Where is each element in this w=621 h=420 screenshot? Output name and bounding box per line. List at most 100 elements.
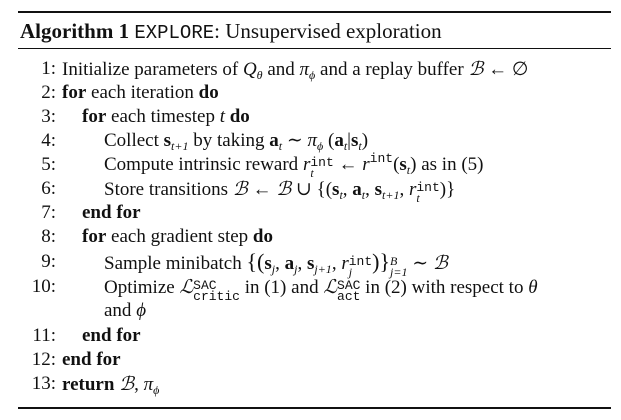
algorithm-box: Algorithm 1 EXPLORE: Unsupervised explor… — [18, 11, 611, 409]
text-segment: Optimize — [104, 277, 180, 298]
text-segment: each iteration — [86, 82, 199, 103]
math-symbol: s — [306, 253, 315, 274]
math-symbol: ℬ — [432, 252, 448, 274]
math-subscript: ϕ — [309, 68, 316, 82]
math-subscript: critic — [193, 289, 240, 304]
math-subscript: t — [361, 188, 366, 202]
math-symbol: s — [264, 253, 272, 274]
math-subscript: ϕ — [153, 383, 160, 397]
math-subscript: t — [406, 163, 411, 177]
math-subscript: t — [343, 139, 348, 153]
math-subscript: t — [416, 191, 420, 205]
keyword: do — [252, 226, 273, 247]
line-number: 10: — [31, 276, 56, 297]
line-number: 7: — [41, 202, 56, 223]
math-symbol: ← — [333, 154, 363, 175]
text-segment: by taking — [188, 130, 270, 151]
line-text: Collect st+1 by taking at ∼ πϕ (at|st) — [104, 129, 368, 153]
math-symbol: r — [302, 154, 311, 175]
math-symbol: a — [269, 130, 279, 151]
math-symbol: ( — [323, 130, 335, 151]
keyword: for — [82, 106, 107, 127]
text-segment: ) as in (5) — [410, 154, 484, 175]
line-number: 2: — [41, 82, 56, 103]
keyword: for — [82, 226, 107, 247]
math-symbol: r — [341, 253, 349, 274]
line-text: for each iteration do — [62, 81, 219, 105]
math-symbol: a — [352, 179, 362, 200]
algorithm-title-suffix: : Unsupervised exploration — [214, 19, 442, 43]
line-number: 12: — [31, 349, 56, 370]
algorithm-name: EXPLORE — [134, 22, 215, 44]
math-symbol: , — [275, 253, 285, 274]
line-text: end for — [82, 324, 141, 348]
text-segment: Initialize parameters of — [62, 59, 243, 80]
line-number: 8: — [41, 226, 56, 247]
keyword: end for — [82, 202, 141, 223]
math-symbol: , — [297, 253, 307, 274]
line-number: 4: — [41, 130, 56, 151]
math-symbol: )} — [372, 249, 391, 274]
keyword: end for — [62, 349, 121, 370]
math-symbol: t — [219, 106, 225, 127]
line-number: 1: — [41, 58, 56, 79]
math-superscript: int — [369, 151, 394, 166]
line-number: 13: — [31, 373, 56, 394]
line-text: end for — [82, 201, 141, 225]
line-number: 11: — [32, 325, 56, 346]
keyword: end for — [82, 325, 141, 346]
math-symbol: ℒ — [179, 276, 194, 298]
math-subscript: j=1 — [390, 265, 408, 279]
math-symbol: , — [342, 179, 353, 200]
math-symbol: s — [374, 179, 383, 200]
math-symbol: s — [332, 179, 340, 200]
math-symbol: s — [163, 130, 172, 151]
math-superscript: int — [416, 180, 440, 195]
math-subscript: act — [337, 289, 361, 304]
line-text: for each gradient step do — [82, 225, 273, 249]
keyword: do — [229, 106, 250, 127]
math-symbol: ℒ — [323, 276, 338, 298]
line-number: 6: — [41, 178, 56, 199]
math-symbol: r — [408, 179, 417, 200]
top-rule — [18, 11, 611, 13]
math-superscript: SAC — [193, 278, 217, 293]
math-symbol: r — [362, 154, 370, 175]
math-symbol: ℬ — [468, 58, 484, 80]
bottom-rule — [18, 407, 611, 409]
math-symbol: )} — [439, 179, 456, 200]
text-segment: in (1) and — [239, 277, 324, 298]
title-rule — [18, 48, 611, 49]
math-symbol: π — [307, 130, 318, 151]
text-segment: and — [104, 300, 137, 321]
text-segment: Sample minibatch — [104, 253, 247, 274]
math-symbol: ℬ — [276, 178, 292, 200]
keyword: do — [198, 82, 219, 103]
math-subscript: t+1 — [171, 139, 189, 153]
math-superscript: B — [390, 254, 398, 268]
math-symbol: ← ∅ — [483, 59, 529, 80]
math-symbol: ← — [247, 179, 277, 200]
text-segment: each timestep — [106, 106, 220, 127]
math-symbol: {( — [246, 249, 265, 274]
math-symbol: Q — [242, 59, 257, 80]
math-symbol: θ — [528, 277, 538, 298]
math-subscript: j — [348, 265, 353, 279]
math-symbol: , — [331, 253, 342, 274]
math-symbol: ∼ — [282, 130, 308, 151]
math-subscript: j+1 — [314, 262, 332, 276]
line-text: Initialize parameters of Qθ and πϕ and a… — [62, 57, 528, 82]
math-superscript: int — [310, 155, 334, 170]
math-symbol: a — [334, 130, 344, 151]
math-symbol: a — [284, 253, 295, 274]
line-text: return ℬ, πϕ — [62, 372, 159, 397]
math-subscript: j — [271, 262, 276, 276]
math-symbol: π — [143, 374, 154, 395]
math-symbol: , — [365, 179, 375, 200]
line-text: end for — [62, 348, 121, 372]
